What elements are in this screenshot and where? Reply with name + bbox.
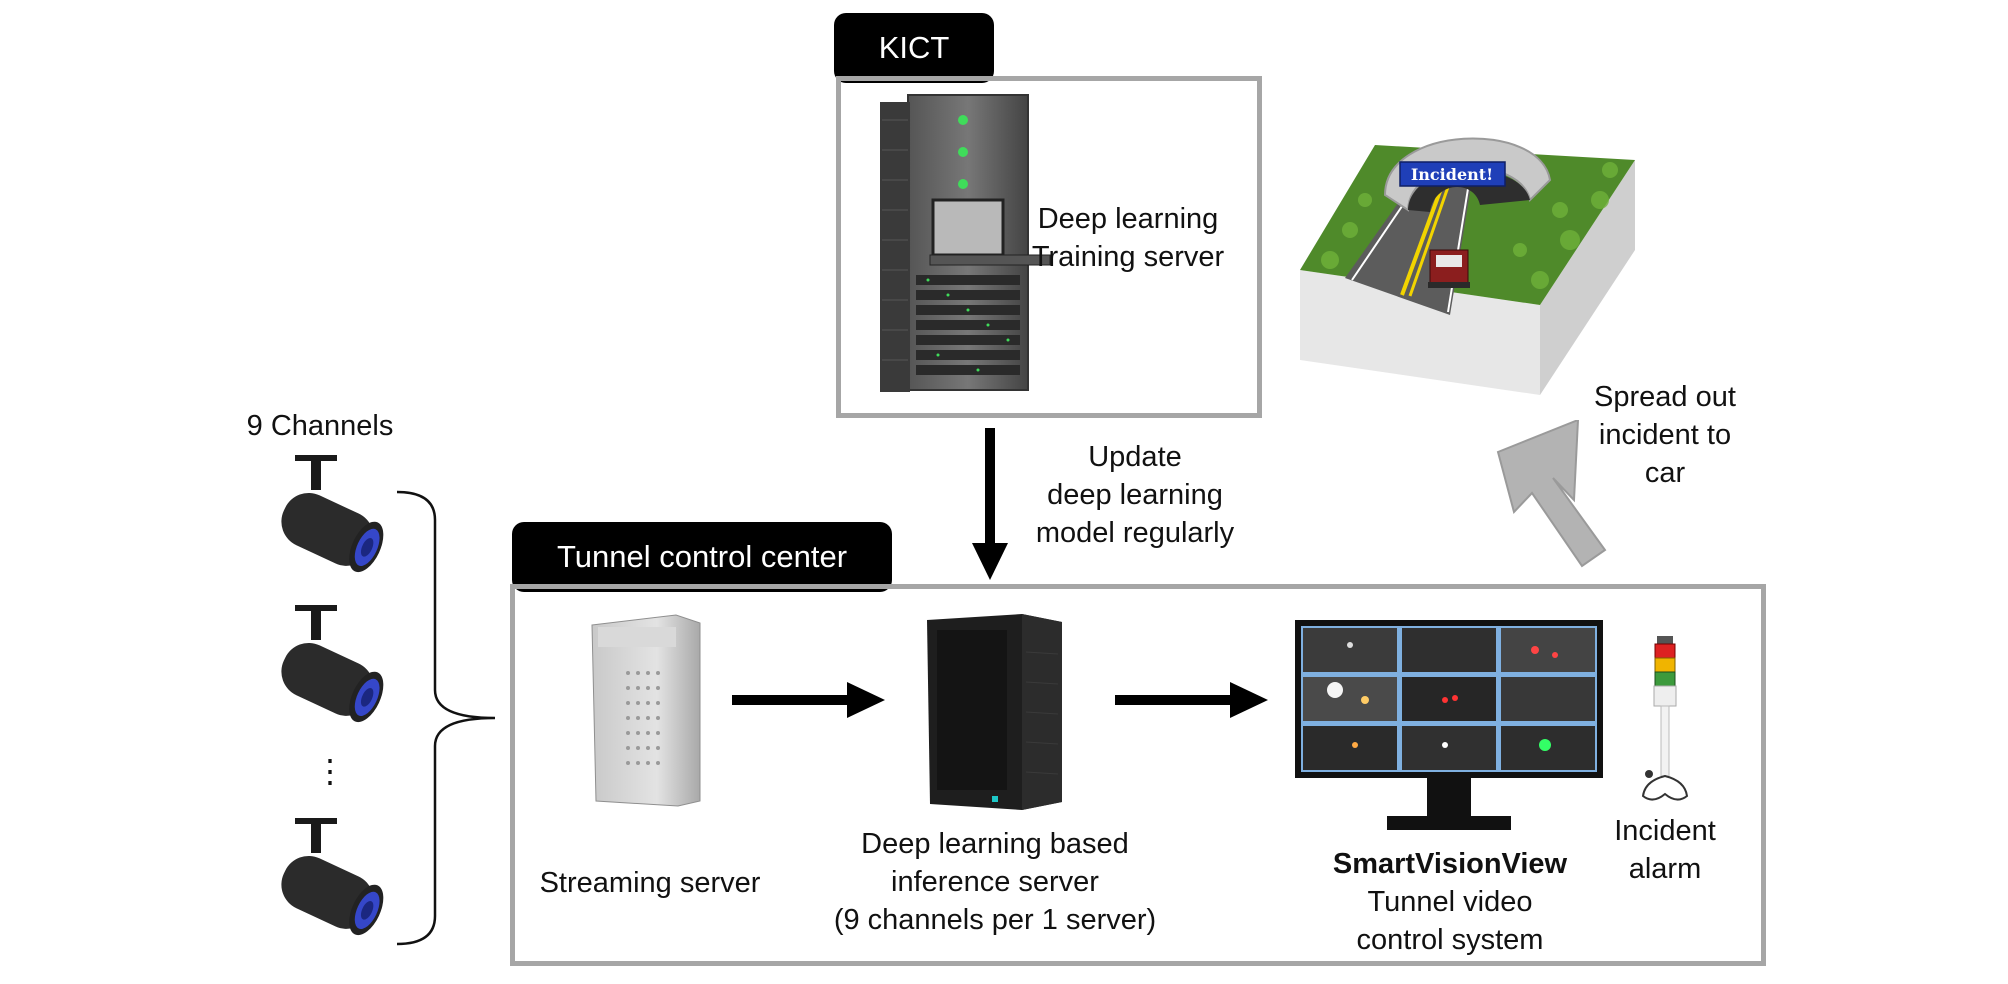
smartvision-title: SmartVisionView — [1332, 848, 1568, 880]
inference-server-label-line3: (9 channels per 1 server) — [833, 904, 1157, 936]
training-server-rack-icon — [880, 94, 1051, 392]
tunnel-scene-image: Incident! — [1300, 137, 1635, 395]
update-arrow — [972, 428, 1008, 580]
kict-badge: KICT — [834, 13, 994, 83]
channels-brace — [396, 490, 496, 946]
update-label-line2: deep learning — [1047, 479, 1223, 511]
inference-server-label-line2: inference server — [891, 866, 1099, 898]
training-server-label: Deep learning Training server — [1018, 200, 1238, 276]
kict-label: KICT — [878, 30, 950, 65]
inference-to-monitor-arrow — [1115, 682, 1268, 718]
spread-label-line1: Spread out — [1594, 381, 1736, 413]
tunnel-center-label: Tunnel control center — [556, 539, 848, 574]
tunnel-center-badge: Tunnel control center — [512, 522, 892, 592]
incident-alarm-label: Incident alarm — [1600, 812, 1730, 888]
update-label: Update deep learning model regularly — [1010, 438, 1260, 552]
streaming-server-icon — [591, 614, 701, 807]
tunnel-center-frame — [510, 584, 1766, 966]
channels-label: 9 Channels — [246, 410, 394, 442]
smartvision-sub-line1: Tunnel video — [1367, 886, 1533, 918]
stream-to-inference-arrow — [732, 682, 885, 718]
inference-server-icon — [927, 614, 1062, 810]
kict-frame — [836, 76, 1262, 418]
inference-server-label: Deep learning based inference server (9 … — [795, 825, 1195, 939]
training-server-label-line1: Deep learning — [1037, 203, 1219, 235]
spread-label-line3: car — [1644, 457, 1686, 489]
smartvision-label: SmartVisionView Tunnel video control sys… — [1310, 845, 1590, 959]
spread-label-line2: incident to — [1598, 419, 1732, 451]
incident-alarm-icon — [1641, 636, 1689, 801]
smartvision-sub-line2: control system — [1356, 924, 1544, 956]
camera-icon — [281, 605, 384, 723]
inference-server-label-line1: Deep learning based — [861, 828, 1129, 860]
channels-ellipsis: ⋮ — [314, 753, 346, 789]
training-server-label-line2: Training server — [1031, 241, 1225, 273]
incident-alarm-label-line2: alarm — [1628, 853, 1702, 885]
tunnel-sign-text: Incident! — [1411, 165, 1493, 184]
camera-icon — [281, 818, 384, 936]
update-label-line1: Update — [1088, 441, 1182, 473]
spread-label: Spread out incident to car — [1560, 378, 1770, 492]
smartvision-monitor-icon — [1295, 620, 1603, 830]
incident-alarm-label-line1: Incident — [1614, 815, 1716, 847]
spread-arrow — [1496, 420, 1607, 568]
update-label-line3: model regularly — [1035, 517, 1235, 549]
streaming-server-label: Streaming server — [539, 867, 761, 899]
camera-icon — [281, 455, 384, 573]
